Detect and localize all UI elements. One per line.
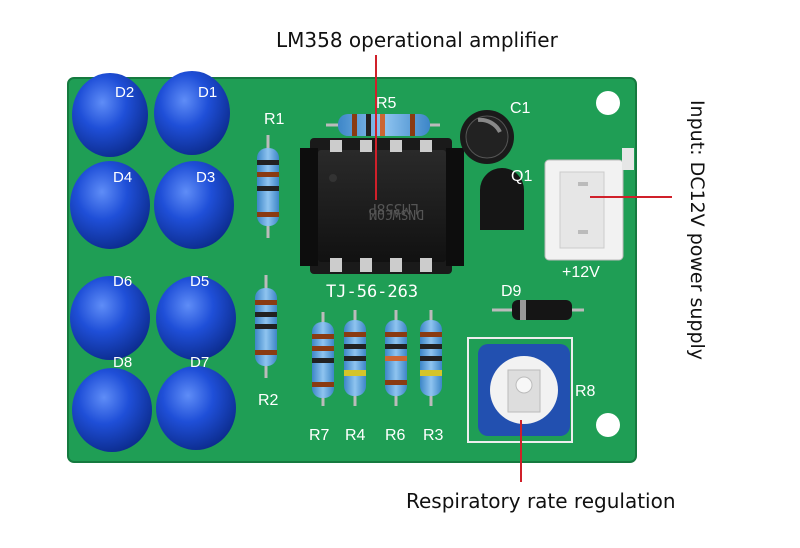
- resistor-r4: [344, 310, 366, 406]
- led-label-d5: D5: [190, 273, 209, 290]
- label-r1: R1: [264, 111, 285, 128]
- led-label-d6: D6: [113, 273, 132, 290]
- led-label-d7: D7: [190, 354, 209, 371]
- label-q1: Q1: [511, 168, 532, 185]
- resistor-r1: [257, 135, 279, 238]
- ic-callout-label: LM358 operational amplifier: [276, 28, 558, 52]
- resistor-r7: [312, 312, 334, 406]
- label-c1: C1: [510, 100, 531, 117]
- pot-callout-label: Respiratory rate regulation: [406, 489, 676, 513]
- led-label-d8: D8: [113, 354, 132, 371]
- label-r5: R5: [376, 95, 397, 112]
- input-callout-label: Input: DC12V power supply: [686, 99, 708, 361]
- resistor-r6: [385, 310, 407, 406]
- lm358-chip: [300, 138, 464, 274]
- label-r7: R7: [309, 427, 330, 444]
- voltage-mark: +12V: [562, 264, 600, 281]
- label-r4: R4: [345, 427, 366, 444]
- resistor-r3: [420, 310, 442, 406]
- resistor-r5: [326, 114, 440, 136]
- label-r2: R2: [258, 392, 279, 409]
- label-r3: R3: [423, 427, 444, 444]
- silkscreen-id: TJ-56-263: [326, 282, 418, 302]
- ic-marking: LM358P: [368, 200, 419, 216]
- led-group: [70, 71, 236, 452]
- transistor-q1: [480, 168, 524, 230]
- potentiometer-r8: [467, 337, 573, 443]
- led-label-d3: D3: [196, 169, 215, 186]
- diode-d9: [492, 300, 584, 320]
- ic-brand: DNSWCOM: [369, 206, 424, 221]
- mounting-hole: [596, 91, 620, 115]
- label-r8: R8: [575, 383, 596, 400]
- led-label-d2: D2: [115, 84, 134, 101]
- power-connector: [544, 148, 634, 261]
- mounting-hole: [596, 413, 620, 437]
- led-label-d1: D1: [198, 84, 217, 101]
- resistor-r2: [255, 275, 277, 378]
- label-r6: R6: [385, 427, 406, 444]
- led-label-d4: D4: [113, 169, 132, 186]
- label-d9: D9: [501, 283, 522, 300]
- capacitor-c1: [460, 110, 514, 164]
